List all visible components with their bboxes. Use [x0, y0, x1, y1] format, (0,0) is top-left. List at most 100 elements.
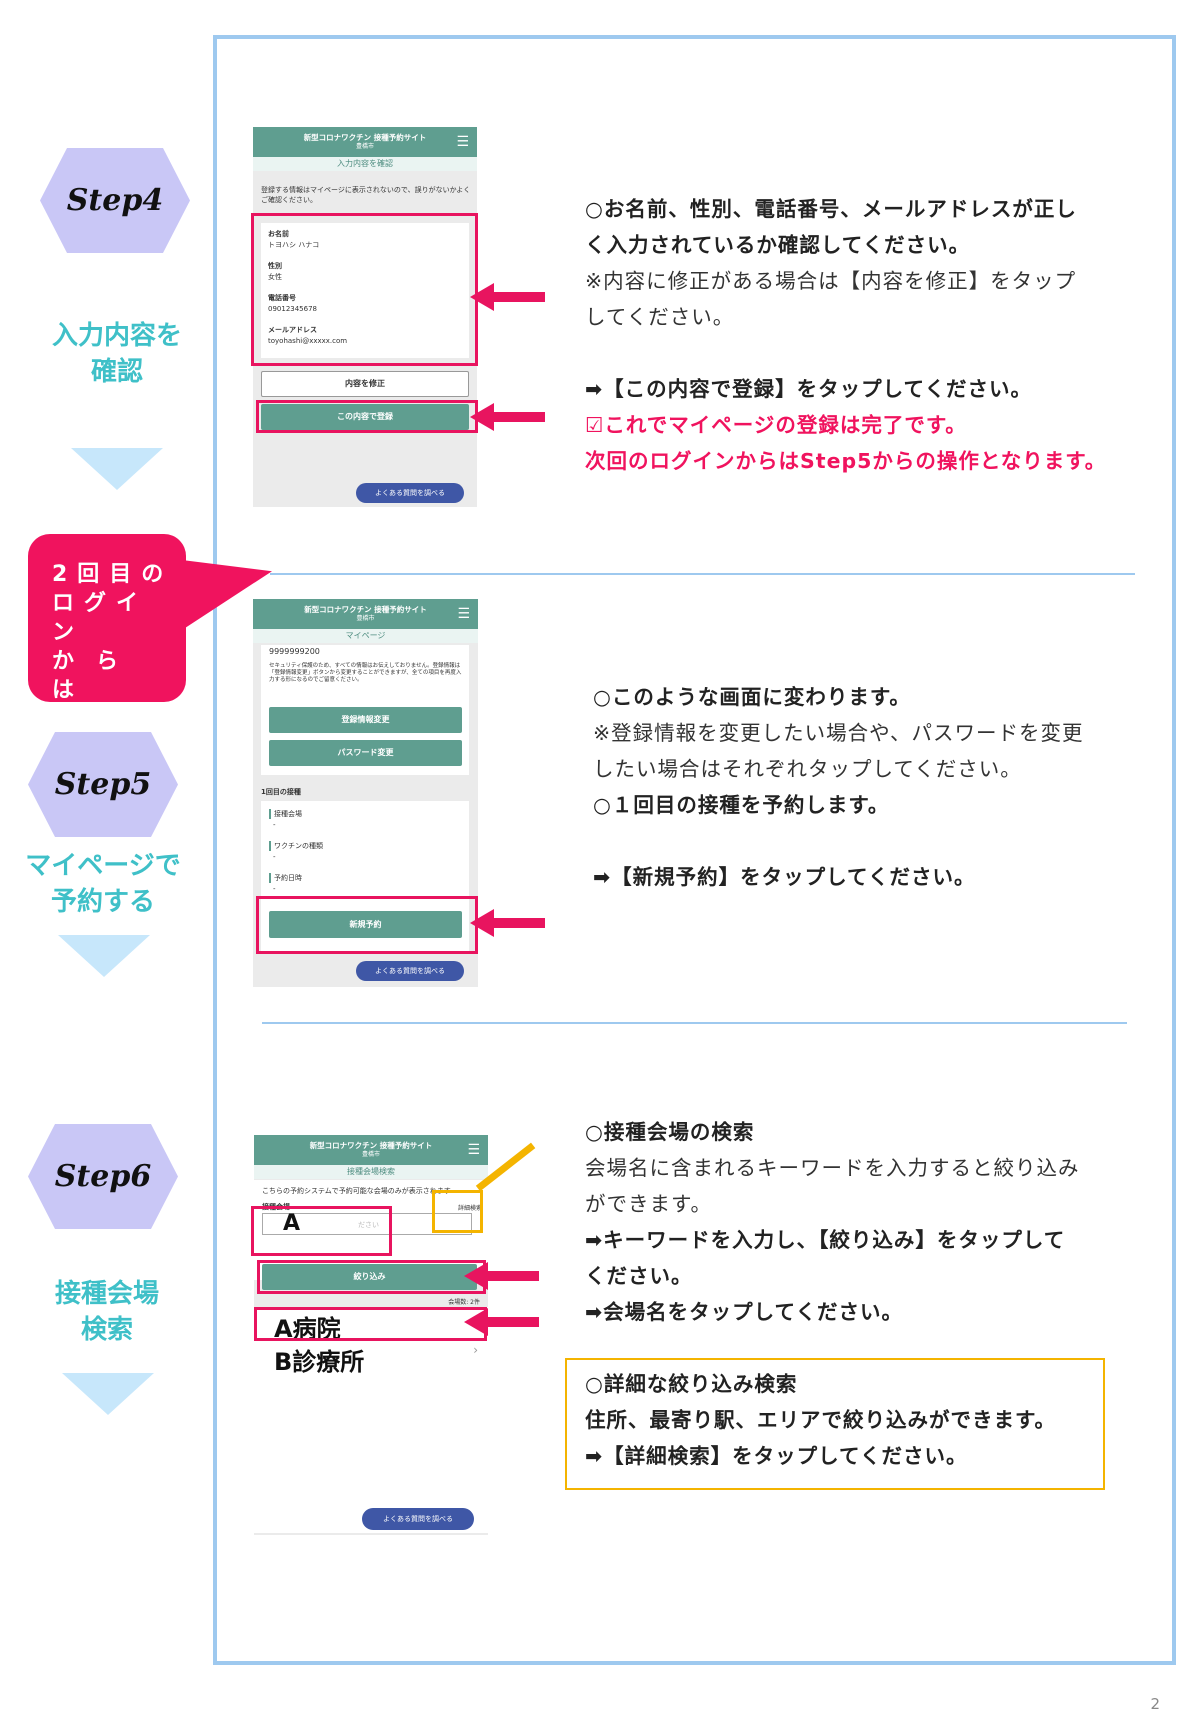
phone-user-number: 9999999200 — [269, 647, 320, 656]
faq-button[interactable]: よくある質問を調べる — [356, 961, 464, 981]
step5-text-line1: ○このような画面に変わります。 — [593, 685, 911, 709]
filter-button[interactable]: 絞り込み — [262, 1264, 477, 1290]
pointer-arrow-icon — [470, 283, 545, 311]
pointer-arrow-icon — [464, 1262, 539, 1290]
row-datetime-value: - — [273, 885, 276, 893]
callout-line3: からは — [52, 649, 141, 703]
phone-site-title: 新型コロナワクチン 接種予約サイト — [303, 133, 427, 142]
faq-button[interactable]: よくある質問を調べる — [362, 1508, 474, 1530]
step5-text-line3: したい場合はそれぞれタップしてください。 — [593, 757, 1022, 781]
step6-text-line6: ➡会場名をタップしてください。 — [585, 1300, 903, 1324]
field-label-name: お名前 — [268, 230, 289, 238]
down-arrow-icon — [62, 1373, 154, 1415]
row-vaccine-type-value: - — [273, 853, 276, 861]
step4-text-line7: 次回のログインからはStep5からの操作となります。 — [585, 449, 1107, 473]
venue-search-input[interactable]: A ださい — [262, 1211, 472, 1236]
section-divider — [270, 573, 1135, 575]
second-login-callout: 2回目の ログイン からは コチラ — [28, 534, 186, 761]
edit-content-button[interactable]: 内容を修正 — [261, 371, 469, 397]
step4-instructions: ○お名前、性別、電話番号、メールアドレスが正し く入力されているか確認してくださ… — [585, 191, 1145, 479]
phone-search-box: こちらの予約システムで予約可能な会場のみが表示されます 詳細検索 接種会場 A … — [254, 1180, 488, 1280]
detail-search-link[interactable]: 詳細検索 — [457, 1205, 482, 1212]
step6-text-line5: ください。 — [585, 1264, 693, 1288]
field-label-phone: 電話番号 — [268, 294, 296, 302]
phone-city: 豊橋市 — [356, 615, 375, 622]
phone-city: 豊橋市 — [361, 1151, 380, 1158]
field-label-gender: 性別 — [268, 262, 282, 270]
row-venue: 接種会場 — [269, 809, 302, 819]
phone-site-title: 新型コロナワクチン 接種予約サイト — [304, 605, 427, 614]
step6-phone-screenshot: 新型コロナワクチン 接種予約サイト 豊橋市 ☰ 接種会場検索 こちらの予約システ… — [254, 1135, 488, 1535]
phone-mypage-box: 9999999200 セキュリティ保護のため、すべての情報はお伝えしておりません… — [261, 645, 469, 775]
highlight-frame-filter — [257, 1260, 486, 1294]
down-arrow-icon — [58, 935, 150, 977]
step6-label: 接種会場 検索 — [22, 1276, 192, 1348]
callout-line1: 2回目の — [52, 562, 174, 587]
note-line2: 住所、最寄り駅、エリアで絞り込みができます。 — [585, 1408, 1056, 1432]
phone-confirm-box: お名前 トヨハシ ハナコ 性別 女性 電話番号 09012345678 メールア… — [261, 223, 469, 358]
highlight-frame-detail-search — [432, 1190, 483, 1233]
step5-label-line2: 予約する — [50, 887, 155, 917]
phone-notice: こちらの予約システムで予約可能な会場のみが表示されます — [262, 1187, 451, 1195]
phone-empty-area — [254, 1373, 488, 1533]
step4-text-line3: ※内容に修正がある場合は【内容を修正】をタップ — [585, 269, 1077, 293]
step4-label: 入力内容を 確認 — [32, 318, 202, 390]
step5-phone-screenshot: 新型コロナワクチン 接種予約サイト 豊橋市 ☰ マイページ 9999999200… — [253, 599, 478, 987]
step5-text-line5: ➡【新規予約】をタップしてください。 — [593, 865, 976, 889]
register-button[interactable]: この内容で登録 — [261, 404, 469, 430]
faq-button[interactable]: よくある質問を調べる — [356, 483, 464, 503]
row-vaccine-type: ワクチンの種類 — [269, 841, 323, 851]
step6-label-line2: 検索 — [80, 1315, 133, 1345]
hamburger-menu-icon: ☰ — [456, 134, 469, 150]
step6-text-line2: 会場名に含まれるキーワードを入力すると絞り込み — [585, 1156, 1080, 1180]
note-line1: ○詳細な絞り込み検索 — [585, 1372, 798, 1396]
venue-input-value: A — [283, 1211, 301, 1236]
down-arrow-icon — [71, 448, 163, 490]
callout-line2: ログイン — [52, 591, 149, 645]
step6-badge: Step6 — [28, 1124, 178, 1229]
phone-notice: セキュリティ保護のため、すべての情報はお伝えしておりません。登録情報は「登録情報… — [269, 663, 462, 683]
phone-page-title: 接種会場検索 — [254, 1165, 488, 1179]
phone-city: 豊橋市 — [355, 143, 374, 150]
row-venue-value: - — [273, 821, 276, 829]
step4-phone-screenshot: 新型コロナワクチン 接種予約サイト 豊橋市 ☰ 入力内容を確認 登録する情報はマ… — [253, 127, 477, 507]
step4-text-line1: ○お名前、性別、電話番号、メールアドレスが正し — [585, 197, 1077, 221]
new-reservation-button[interactable]: 新規予約 — [269, 911, 462, 938]
chevron-right-icon: › — [473, 1343, 478, 1357]
step6-text-line4: ➡キーワードを入力し、【絞り込み】をタップして — [585, 1228, 1066, 1252]
pointer-arrow-icon — [470, 909, 545, 937]
step4-label-line1: 入力内容を — [51, 321, 182, 351]
step6-text-line1: ○接種会場の検索 — [585, 1120, 755, 1144]
field-value-email: toyohashi@xxxxx.com — [268, 337, 348, 345]
field-value-gender: 女性 — [268, 273, 282, 281]
phone-notice: 登録する情報はマイページに表示されないので、誤りがないかよくご確認ください。 — [261, 186, 471, 204]
highlight-frame-input — [251, 1206, 392, 1256]
note-line3: ➡【詳細検索】をタップしてください。 — [585, 1444, 968, 1468]
hamburger-menu-icon: ☰ — [457, 606, 470, 622]
pointer-arrow-icon — [464, 1308, 539, 1336]
highlight-frame-fields — [251, 213, 478, 366]
phone-section-title: 1回目の接種 — [261, 788, 301, 796]
venue-count: 会場数: 2件 — [448, 1299, 480, 1306]
detail-search-note: ○詳細な絞り込み検索 住所、最寄り駅、エリアで絞り込みができます。 ➡【詳細検索… — [585, 1366, 1105, 1474]
step4-text-line2: く入力されているか確認してください。 — [585, 233, 971, 257]
phone-vaccination-box: 接種会場 - ワクチンの種類 - 予約日時 - 新規予約 — [261, 801, 469, 951]
change-info-button[interactable]: 登録情報変更 — [269, 707, 462, 733]
step5-text-line4: ○１回目の接種を予約します。 — [593, 793, 890, 817]
step6-label-line1: 接種会場 — [54, 1279, 159, 1309]
step4-badge: Step4 — [40, 148, 190, 253]
phone-page-title: マイページ — [253, 629, 478, 643]
step5-label: マイページで 予約する — [18, 848, 188, 920]
field-label-email: メールアドレス — [268, 326, 317, 334]
field-value-phone: 09012345678 — [268, 305, 317, 313]
step6-instructions: ○接種会場の検索 会場名に含まれるキーワードを入力すると絞り込み ができます。 … — [585, 1114, 1145, 1330]
step5-text-line2: ※登録情報を変更したい場合や、パスワードを変更 — [593, 721, 1084, 745]
step5-label-line1: マイページで — [25, 851, 181, 881]
phone-page-title: 入力内容を確認 — [253, 157, 477, 171]
step6-text-line3: ができます。 — [585, 1192, 712, 1216]
field-value-name: トヨハシ ハナコ — [268, 241, 320, 249]
venue-result-item[interactable]: B診療所 — [274, 1348, 365, 1376]
phone-header: 新型コロナワクチン 接種予約サイト 豊橋市 — [253, 127, 477, 157]
change-password-button[interactable]: パスワード変更 — [269, 740, 462, 766]
highlight-frame-new-reservation — [256, 896, 478, 954]
